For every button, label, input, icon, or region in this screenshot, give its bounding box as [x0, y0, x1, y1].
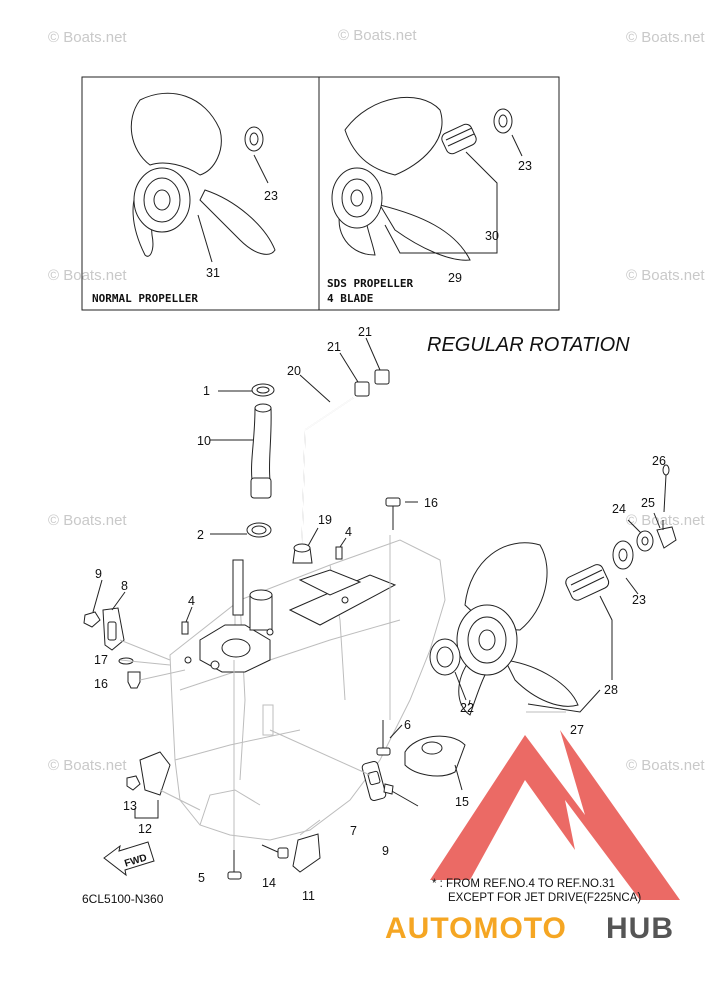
callout-7: 7 [350, 824, 357, 838]
watermark-5: © Boats.net [626, 267, 705, 284]
callout-9: 9 [382, 844, 389, 858]
callout-6: 6 [404, 718, 411, 732]
diagram-code: 6CL5100-N360 [82, 892, 164, 906]
callout-10: 9 [95, 567, 102, 581]
callout-16: 16 [424, 496, 438, 510]
callout-8: 8 [121, 579, 128, 593]
main-callouts: 1 10 2 20 21 21 16 19 4 4 9 8 17 16 6 22… [94, 325, 666, 903]
watermark-8: © Boats.net [48, 757, 127, 774]
callout-4-a: 4 [345, 525, 352, 539]
callout-18: 17 [94, 653, 108, 667]
callout-27: 27 [570, 723, 584, 737]
main-propeller [429, 464, 677, 716]
note-line-2: EXCEPT FOR JET DRIVE(F225NCA) [448, 892, 641, 904]
callout-2: 2 [197, 528, 204, 542]
callout-15: 15 [455, 795, 469, 809]
logo-text-automoto: AUTOMOTO [385, 912, 567, 945]
callout-4-b: 4 [188, 594, 195, 608]
water-tube-parts [210, 383, 275, 538]
callout-12: 12 [138, 822, 152, 836]
callout-20: 20 [287, 364, 301, 378]
callout-17: 16 [94, 677, 108, 691]
trim-tab-parts [126, 751, 201, 819]
inset-frame [81, 76, 560, 311]
watermark-1: © Boats.net [48, 29, 127, 46]
callout-21-b: 21 [358, 325, 372, 339]
callout-28: 28 [604, 683, 618, 697]
callout-13: 13 [123, 799, 137, 813]
callout-21-a: 21 [327, 340, 341, 354]
bottom-parts [227, 660, 321, 880]
callout-25: 25 [641, 496, 655, 510]
callout-29: 29 [448, 271, 462, 285]
callout-19: 19 [318, 513, 332, 527]
normal-propeller-label: NORMAL PROPELLER [92, 292, 198, 305]
watermark-4: © Boats.net [48, 267, 127, 284]
callout-31: 31 [206, 266, 220, 280]
note-line-1: * : FROM REF.NO.4 TO REF.NO.31 [432, 878, 615, 890]
callout-30: 30 [485, 229, 499, 243]
logo-text-hub: HUB [606, 912, 674, 945]
logo: AUTOMOTO HUB [385, 912, 674, 945]
callout-24: 24 [612, 502, 626, 516]
callout-23-c: 23 [632, 593, 646, 607]
inset-callouts: 23 31 23 30 29 NORMAL PROPELLER SDS PROP… [92, 159, 532, 305]
callout-14: 14 [262, 876, 276, 890]
callout-1: 1 [203, 384, 210, 398]
sds-blade-label: 4 BLADE [327, 292, 373, 305]
hose-parts [299, 337, 390, 546]
fwd-arrow: FWD [103, 841, 155, 877]
callout-23-a: 23 [264, 189, 278, 203]
sds-propeller-label: SDS PROPELLER [327, 277, 413, 290]
normal-propeller [130, 92, 276, 263]
callout-23-b: 23 [518, 159, 532, 173]
watermark-6: © Boats.net [48, 512, 127, 529]
logo-triangle [430, 730, 680, 900]
left-side-parts [83, 579, 186, 689]
anode-parts [269, 729, 466, 807]
lower-casing [169, 539, 446, 841]
diagram-title: REGULAR ROTATION [427, 334, 630, 356]
callout-26: 26 [652, 454, 666, 468]
callout-22: 22 [460, 701, 474, 715]
watermark-2: © Boats.net [338, 27, 417, 44]
watermark-3: © Boats.net [626, 29, 705, 46]
callout-11: 11 [302, 889, 315, 903]
applicability-note: * : FROM REF.NO.4 TO REF.NO.31 EXCEPT FO… [432, 878, 641, 904]
watermark-9: © Boats.net [626, 757, 705, 774]
callout-5: 5 [198, 871, 205, 885]
fastener-parts [181, 497, 418, 756]
watermark-7: © Boats.net [626, 512, 705, 529]
sds-propeller [331, 97, 523, 261]
callout-3: 10 [197, 434, 211, 448]
watermarks: © Boats.net © Boats.net © Boats.net © Bo… [48, 27, 705, 774]
